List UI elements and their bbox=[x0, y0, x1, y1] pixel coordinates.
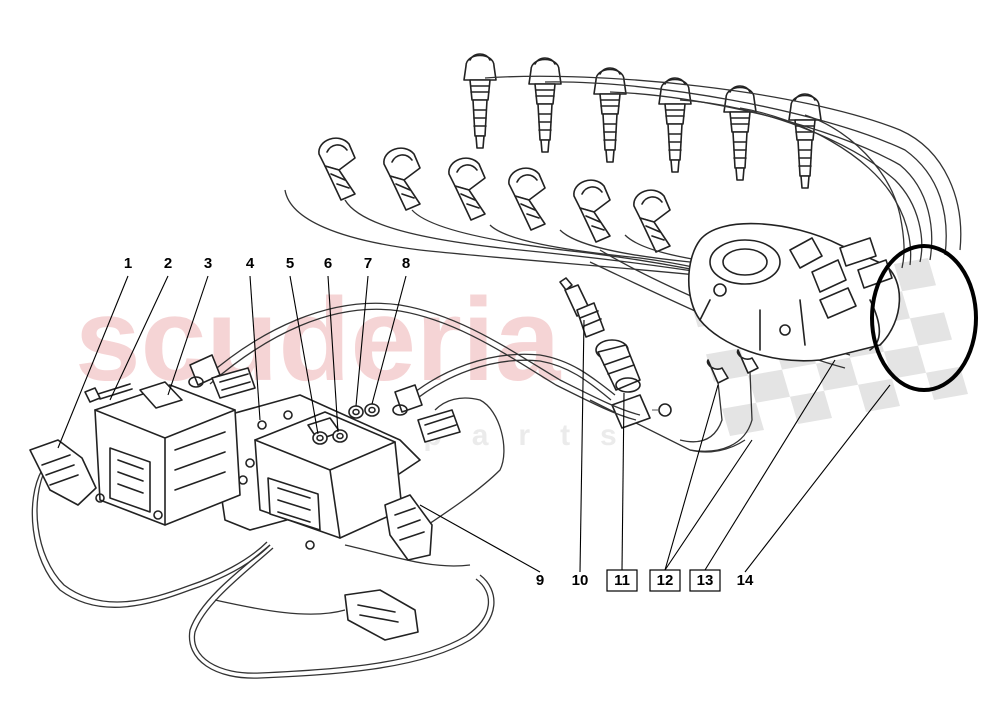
callout-1: 1 bbox=[124, 255, 132, 272]
callout-2: 2 bbox=[164, 255, 172, 272]
checker-square bbox=[910, 312, 952, 346]
callout-number: 1 bbox=[124, 255, 132, 272]
callout-7: 7 bbox=[364, 255, 372, 272]
wiring-harness bbox=[29, 397, 505, 679]
callout-number: 10 bbox=[572, 572, 589, 589]
checker-square bbox=[816, 357, 858, 391]
callout-12: 12 bbox=[649, 569, 681, 592]
callout-14: 14 bbox=[737, 572, 754, 589]
callout-11: 11 bbox=[606, 569, 638, 592]
rear-coil bbox=[788, 93, 822, 189]
rear-coil bbox=[528, 57, 562, 153]
front-coil-boot bbox=[448, 157, 486, 221]
callout-6: 6 bbox=[324, 255, 332, 272]
sensor-connectors bbox=[188, 354, 461, 443]
rear-coil bbox=[593, 67, 627, 163]
checker-square bbox=[748, 369, 790, 403]
front-coil-boot bbox=[318, 137, 356, 201]
callout-number: 2 bbox=[164, 255, 172, 272]
checker-square bbox=[884, 345, 926, 379]
callout-number: 5 bbox=[286, 255, 294, 272]
callout-box bbox=[689, 569, 721, 592]
ignition-distributor bbox=[687, 222, 901, 362]
callout-8: 8 bbox=[402, 255, 410, 272]
highlight-ring bbox=[870, 244, 978, 392]
front-coil-boot bbox=[383, 147, 421, 211]
callout-box bbox=[606, 569, 638, 592]
callout-number: 4 bbox=[246, 255, 255, 272]
callout-3: 3 bbox=[204, 255, 212, 272]
callout-5: 5 bbox=[286, 255, 294, 272]
callout-number: 3 bbox=[204, 255, 212, 272]
leader-lines bbox=[57, 275, 891, 573]
knock-sensor bbox=[595, 339, 641, 393]
sensor-leads bbox=[589, 349, 759, 453]
callout-number: 8 bbox=[402, 255, 410, 272]
front-coil-boot bbox=[633, 189, 671, 253]
callout-number: 11 bbox=[614, 572, 630, 589]
rear-ignition-coils bbox=[463, 53, 822, 189]
rear-coil bbox=[463, 53, 497, 149]
watermark-brand: scuderia bbox=[75, 274, 562, 406]
callout-number: 13 bbox=[697, 572, 714, 589]
spark-plug bbox=[559, 277, 605, 338]
callout-number: 9 bbox=[536, 572, 544, 589]
checker-square bbox=[790, 390, 832, 424]
checker-square bbox=[722, 402, 764, 436]
callout-13: 13 bbox=[689, 569, 721, 592]
callout-10: 10 bbox=[572, 572, 589, 589]
callout-number: 12 bbox=[657, 572, 674, 589]
callout-number: 7 bbox=[364, 255, 372, 272]
callout-number: 14 bbox=[737, 572, 754, 589]
checker-square bbox=[894, 258, 936, 292]
callout-9: 9 bbox=[536, 572, 544, 589]
callout-number: 6 bbox=[324, 255, 332, 272]
checker-square bbox=[858, 378, 900, 412]
sensor-cables bbox=[204, 302, 641, 421]
washers-and-nuts bbox=[312, 403, 380, 445]
front-ignition-coils bbox=[318, 137, 671, 253]
callout-box bbox=[649, 569, 681, 592]
callout-4: 4 bbox=[246, 255, 255, 272]
left-control-unit bbox=[94, 381, 241, 526]
rear-coil bbox=[723, 85, 757, 181]
bolt bbox=[84, 383, 133, 403]
front-coil-boot bbox=[508, 167, 546, 231]
front-coil-boot bbox=[573, 179, 611, 243]
